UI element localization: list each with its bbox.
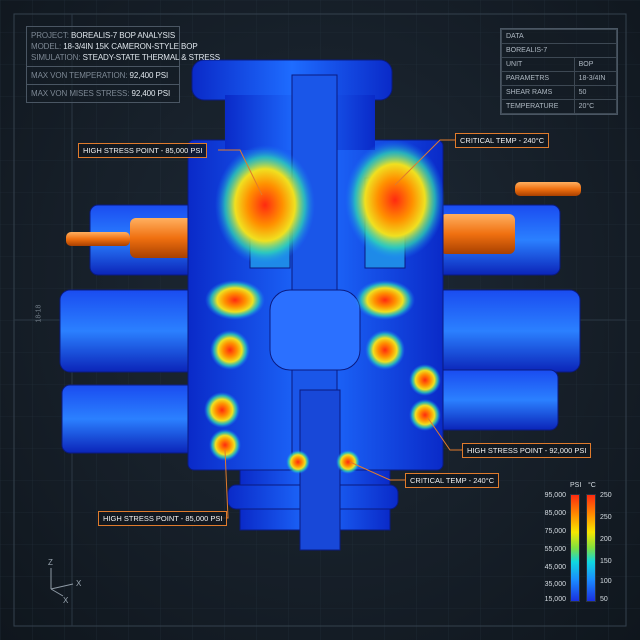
temp-color-bar	[586, 494, 596, 602]
hotspot-lower-right-2	[409, 399, 441, 431]
simulation-label: SIMULATION:	[31, 53, 81, 62]
temp-tick: 250	[600, 514, 612, 521]
max-temp-label: MAX VON TEMPERATION:	[31, 71, 128, 80]
row-value: 18-3/4IN	[573, 71, 618, 86]
dimension-label: 18-18	[35, 304, 43, 323]
psi-tick: 75,000	[544, 528, 566, 535]
legend-psi-label: PSI	[570, 482, 582, 489]
hotspot-bore-left	[286, 450, 310, 474]
row-key: TEMPERATURE	[501, 99, 575, 114]
axis-x-label: X	[76, 579, 82, 588]
callout-high-stress-lower-right: HIGH STRESS POINT - 92,000 PSI	[462, 443, 592, 458]
temp-tick: 100	[600, 578, 612, 585]
max-temp-value: 92,400 PSI	[129, 71, 169, 80]
hotspot-lower-right	[409, 364, 441, 396]
legend-temp-label: °C	[588, 482, 596, 489]
model-label: MODEL:	[31, 42, 62, 51]
data-table-subtitle: BOREALIS-7	[501, 43, 617, 58]
right-piston-rod	[515, 182, 581, 196]
callout-critical-temp-bore: CRITICAL TEMP - 240°C	[405, 473, 500, 488]
hotspot-lower-left-2	[209, 429, 241, 461]
hotspot-mid-right-lower	[365, 330, 405, 370]
left-piston-rod	[66, 232, 130, 246]
temp-tick: 50	[600, 596, 608, 603]
axis-z-label: Z	[48, 558, 53, 567]
row-value: 20°C	[573, 99, 618, 114]
hotspot-mid-left	[205, 280, 265, 320]
row-key: SHEAR RAMS	[501, 85, 575, 100]
max-stress-label: MAX VON MISES STRESS:	[31, 89, 130, 98]
psi-tick: 85,000	[544, 510, 566, 517]
callout-critical-temp-upper-right: CRITICAL TEMP - 240°C	[455, 133, 550, 148]
row-key: PARAMETRS	[501, 71, 575, 86]
callout-leaders	[215, 139, 462, 519]
model-value: 18-3/4IN 15K CAMERON-STYLE BOP	[63, 42, 198, 51]
row-key: UNIT	[501, 57, 575, 72]
psi-tick: 15,000	[544, 596, 566, 603]
hotspot-mid-right	[355, 280, 415, 320]
hotspot-mid-left-lower	[210, 330, 250, 370]
hotspot-bore-right	[336, 450, 360, 474]
temp-tick: 150	[600, 558, 612, 565]
row-value: BOP	[573, 57, 618, 72]
hotspot-lower-left	[204, 392, 240, 428]
project-label: PROJECT:	[31, 31, 69, 40]
psi-tick: 95,000	[544, 492, 566, 499]
project-info-panel: PROJECT: BOREALIS-7 BOP ANALYSIS MODEL: …	[26, 26, 220, 103]
bop-stack	[59, 59, 581, 551]
psi-tick: 45,000	[544, 564, 566, 571]
project-value: BOREALIS-7 BOP ANALYSIS	[71, 31, 176, 40]
simulation-value: STEADY-STATE THERMAL & STRESS	[82, 53, 221, 62]
axis-x2-label: X	[63, 596, 69, 605]
callout-high-stress-upper-left: HIGH STRESS POINT - 85,000 PSI	[78, 143, 208, 158]
callout-high-stress-lower-left: HIGH STRESS POINT - 85,000 PSI	[98, 511, 228, 526]
right-actuator-cylinder	[440, 214, 515, 254]
data-table-title: DATA	[501, 29, 617, 44]
axis-triad	[50, 568, 74, 597]
psi-tick: 35,000	[544, 581, 566, 588]
temp-tick: 250	[600, 492, 612, 499]
temp-tick: 200	[600, 536, 612, 543]
color-legend: PSI °C 95,000 85,000 75,000 55,000 45,00…	[538, 480, 628, 610]
hotspot-upper-left	[215, 145, 315, 265]
row-value: 50	[573, 85, 618, 100]
psi-color-bar	[570, 494, 580, 602]
max-stress-value: 92,400 PSI	[131, 89, 171, 98]
hotspot-upper-right	[345, 140, 445, 260]
bore-cavity	[269, 289, 361, 371]
psi-tick: 55,000	[544, 546, 566, 553]
